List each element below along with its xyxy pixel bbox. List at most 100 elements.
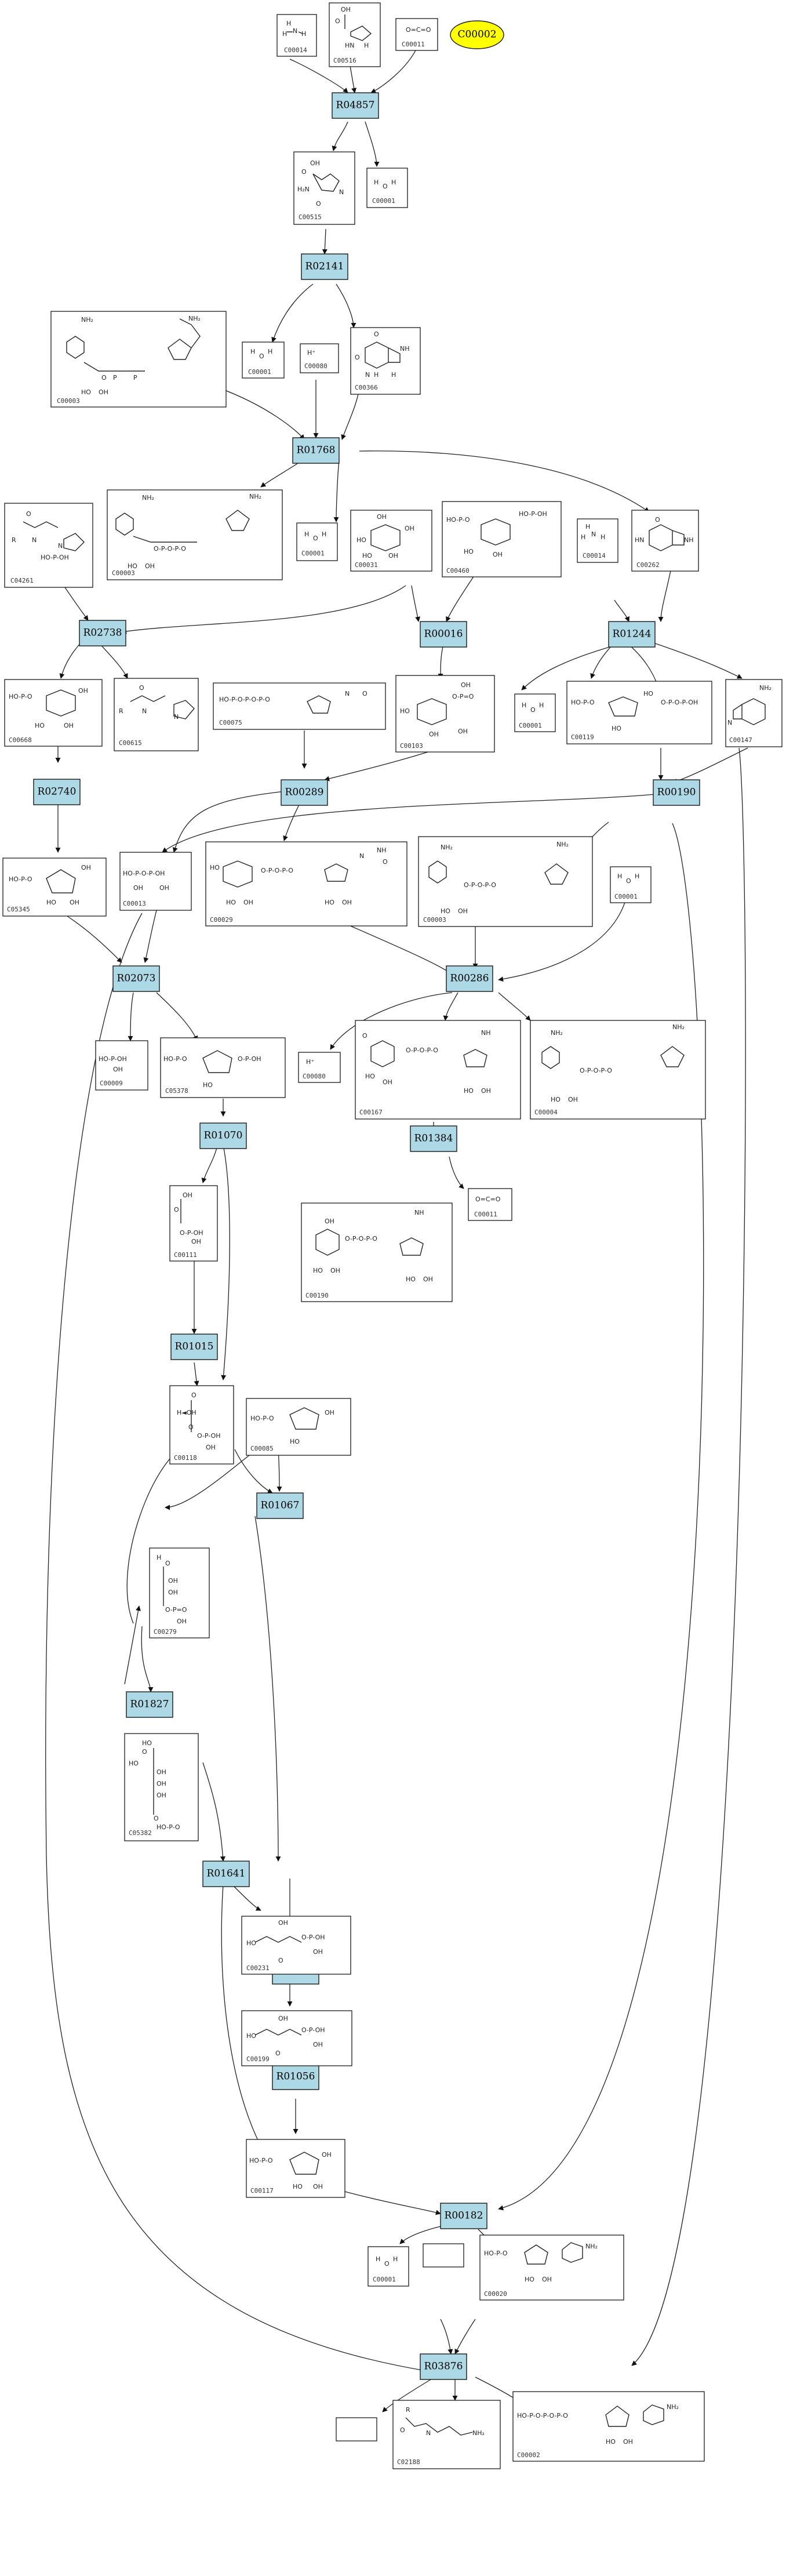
edge [590,642,615,679]
svg-text:OH: OH [183,1191,192,1199]
svg-text:O-P-O-P-O: O-P-O-P-O [261,867,293,874]
compound-id: C00668 [9,736,32,744]
svg-text:HN: HN [345,42,355,49]
reaction-node-R02141[interactable]: R02141 [301,253,348,280]
reaction-node-R01384[interactable]: R01384 [410,1125,457,1152]
edge [370,49,417,93]
svg-text:HO: HO [325,899,334,906]
edge [336,284,356,328]
svg-text:NH₂: NH₂ [188,315,201,322]
svg-text:HO: HO [129,1760,139,1767]
reaction-node-R00182[interactable]: R00182 [440,2203,487,2229]
reaction-node-R01827[interactable]: R01827 [126,1691,173,1718]
reaction-node-R02738[interactable]: R02738 [79,620,126,646]
svg-text:HO-P-O-P-O-P-O: HO-P-O-P-O-P-O [219,696,270,703]
svg-text:NH: NH [377,846,387,854]
edge [221,1884,267,2157]
reaction-label: R01641 [207,1868,246,1880]
reaction-node-R01015[interactable]: R01015 [170,1334,218,1360]
svg-text:NH: NH [414,1209,424,1216]
svg-text:O-P=O: O-P=O [165,1606,187,1614]
compound-node-blank[interactable] [336,2417,377,2441]
highlight-node-C00002[interactable]: C00002 [450,20,504,49]
compound-id: C00190 [305,1292,329,1299]
reaction-node-R02073[interactable]: R02073 [112,965,160,992]
compound-node-C00147[interactable]: NH₂ N C00147 [725,679,783,747]
reaction-node-R01070[interactable]: R01070 [199,1122,247,1149]
compound-node-blank[interactable] [423,2243,464,2268]
svg-text:HO-P-OH: HO-P-OH [519,510,547,518]
reaction-node-R02740[interactable]: R02740 [33,779,81,805]
svg-text:HO: HO [210,864,220,871]
svg-text:H: H [374,371,379,379]
reaction-node-R00289[interactable]: R00289 [281,779,328,806]
reaction-node-R04857[interactable]: R04857 [332,92,379,119]
reaction-node-R00190[interactable]: R00190 [653,779,700,806]
reaction-node-R03876[interactable]: R03876 [420,2353,467,2380]
svg-text:OH: OH [493,551,503,558]
compound-node-C00001[interactable]: HOH C00001 [242,341,285,379]
edge [347,924,453,975]
svg-text:HO: HO [612,725,621,732]
reaction-node-R00286[interactable]: R00286 [446,965,493,992]
svg-text:HO: HO [551,1096,561,1103]
compound-node-C00011[interactable]: O=C=O C00011 [395,18,438,51]
compound-node-C00001[interactable]: HOH C00001 [367,2246,409,2287]
compound-node-C00001[interactable]: HOH C00001 [514,693,556,732]
reaction-node-R01067[interactable]: R01067 [256,1492,304,1519]
edge [324,747,441,782]
compound-node-C00011[interactable]: O=C=O C00011 [468,1188,512,1221]
reaction-label: R01067 [261,1500,300,1512]
compound-node-C00001[interactable]: HOH C00001 [610,866,652,903]
compound-node-C00001[interactable]: HOH C00001 [296,522,338,561]
reaction-label: R02073 [117,973,156,984]
reaction-node-R01641[interactable]: R01641 [202,1861,250,1887]
reaction-node-R00016[interactable]: R00016 [420,621,467,648]
reaction-node-R01244[interactable]: R01244 [608,621,656,648]
reaction-node-R01056[interactable]: R01056 [272,2063,319,2090]
compound-node-C00080[interactable]: H⁺ C00080 [300,343,339,373]
svg-text:OH: OH [310,159,320,167]
reaction-node-R01768[interactable]: R01768 [292,437,340,464]
svg-text:OH: OH [81,864,91,871]
compound-node-C00001[interactable]: HOH C00001 [366,168,408,208]
svg-text:OH: OH [458,728,468,735]
compound-node-C00080[interactable]: H⁺ C00080 [298,1052,341,1083]
